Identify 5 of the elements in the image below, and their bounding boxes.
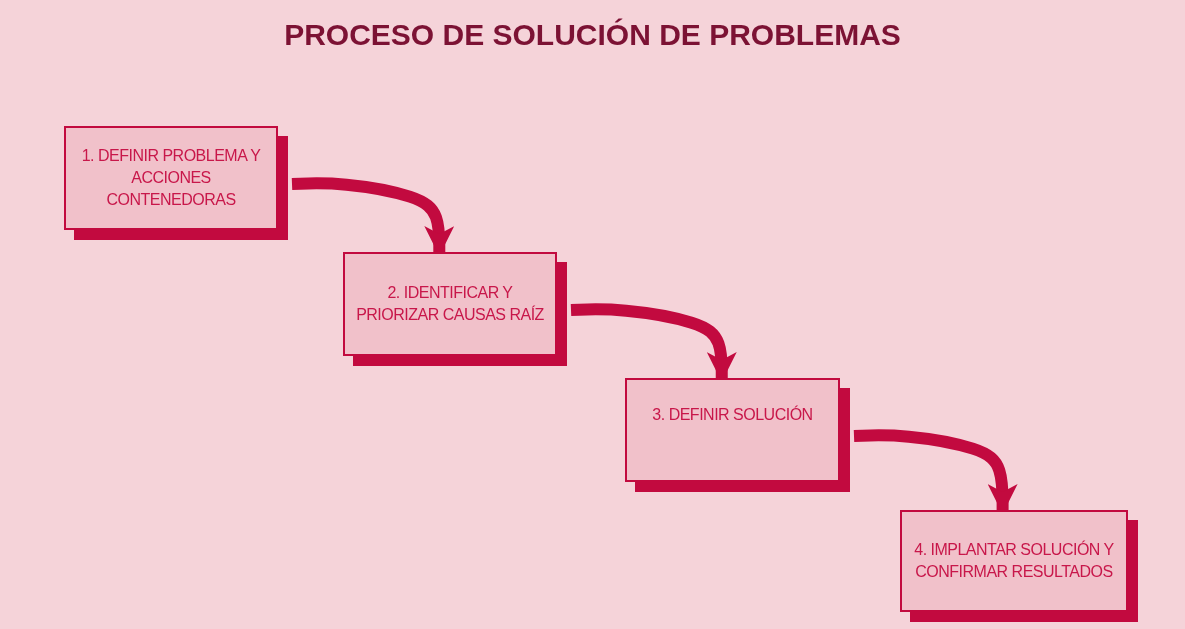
step-label: 3. DEFINIR SOLUCIÓN <box>652 404 813 425</box>
step-label: 1. DEFINIR PROBLEMA Y ACCIONES CONTENEDORAS <box>80 146 262 210</box>
step-label: 2. IDENTIFICAR Y PRIORIZAR CAUSAS RAÍZ <box>355 283 545 325</box>
step-label: 4. IMPLANTAR SOLUCIÓN Y CONFIRMAR RESULTADOS <box>913 539 1115 582</box>
title: PROCESO DE SOLUCIÓN DE PROBLEMAS <box>283 18 902 52</box>
